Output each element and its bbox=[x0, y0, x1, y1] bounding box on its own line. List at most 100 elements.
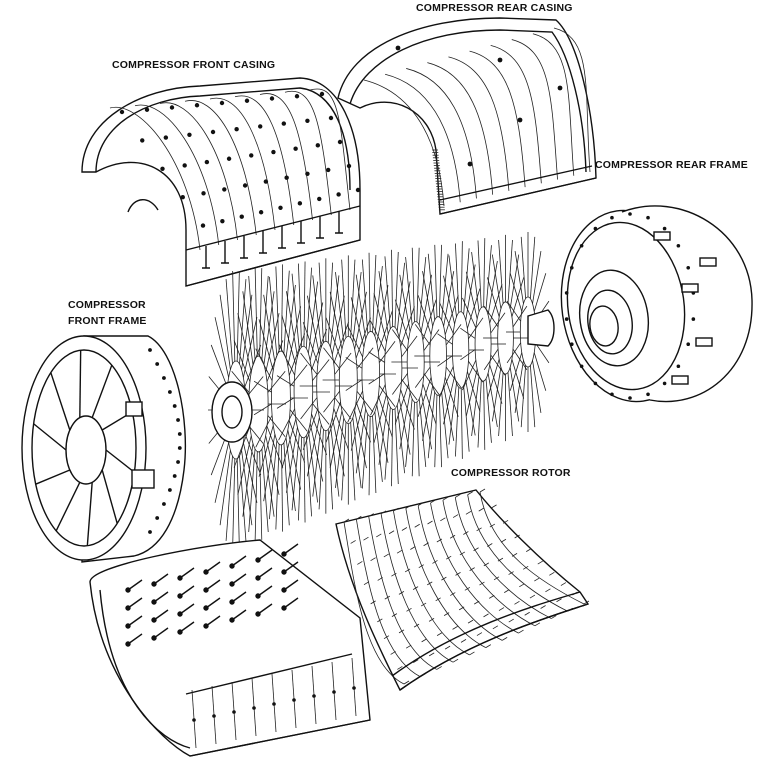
rotor-blade bbox=[520, 236, 527, 299]
stator-right-vane bbox=[529, 594, 536, 599]
rotor-blade bbox=[341, 259, 347, 338]
rotor-blade bbox=[394, 251, 399, 328]
front-casing-vane-bracket bbox=[297, 221, 305, 244]
front-frame-bolt bbox=[176, 418, 180, 422]
rotor-blade bbox=[266, 426, 284, 468]
rotor-blade bbox=[533, 273, 547, 312]
rotor-blade bbox=[232, 271, 236, 362]
rotor-blade bbox=[303, 437, 306, 523]
rotor-blade bbox=[520, 365, 527, 428]
rotor-blade bbox=[302, 322, 319, 364]
rotor-blade bbox=[350, 400, 365, 451]
front-casing-rib bbox=[159, 102, 238, 241]
stator-right-vane bbox=[398, 629, 405, 634]
front-frame-bolt bbox=[172, 474, 177, 478]
rotor-blade bbox=[377, 310, 393, 353]
front-casing-bolt bbox=[244, 98, 250, 103]
stator-left-bolt bbox=[292, 698, 296, 702]
stator-left-vane bbox=[127, 597, 143, 609]
rotor-blade bbox=[391, 249, 394, 327]
stator-left-vane bbox=[231, 573, 247, 585]
front-frame-strut bbox=[101, 469, 118, 524]
rotor-blade bbox=[477, 380, 482, 448]
rotor-blade bbox=[416, 401, 420, 477]
rotor-blade bbox=[327, 262, 334, 343]
rotor-blade bbox=[253, 380, 272, 393]
rotor-blade bbox=[368, 252, 371, 332]
rotor-blade bbox=[233, 426, 251, 468]
rotor-blade bbox=[352, 272, 362, 343]
rotor-blade bbox=[507, 372, 513, 437]
stator-left-bolt bbox=[192, 718, 196, 722]
rotor-blade bbox=[414, 366, 431, 388]
rotor-blade bbox=[455, 387, 460, 457]
rotor-blade bbox=[394, 408, 399, 485]
stator-left-vane bbox=[283, 597, 299, 609]
front-casing-rib bbox=[234, 95, 295, 226]
rotor-blade bbox=[427, 253, 436, 321]
stator-left-vane bbox=[153, 573, 169, 585]
rotor-blade bbox=[423, 373, 440, 395]
rotor-blade bbox=[219, 294, 231, 370]
rotor-blade bbox=[281, 418, 297, 469]
stator-left-vane-root bbox=[203, 605, 209, 611]
compressor-rotor-drawing bbox=[208, 232, 555, 549]
rotor-blade bbox=[398, 281, 411, 338]
rotor-blade bbox=[239, 279, 247, 365]
rotor-blade bbox=[263, 294, 276, 362]
stator-right-row bbox=[405, 508, 486, 648]
rear-casing-rib bbox=[532, 33, 575, 176]
stator-left-vane-root bbox=[229, 563, 235, 569]
compressor-rear-casing-drawing bbox=[337, 17, 597, 215]
rotor-blade bbox=[323, 347, 340, 369]
stator-left-vane-root bbox=[229, 581, 235, 587]
rotor-blade bbox=[460, 388, 463, 459]
rotor-blade bbox=[333, 322, 349, 364]
front-casing-bolt bbox=[219, 100, 225, 106]
stator-right-vane bbox=[485, 644, 492, 648]
stator-left-vane-root bbox=[151, 617, 157, 623]
stator-right-vane bbox=[436, 538, 443, 543]
rotor-blade bbox=[423, 329, 440, 351]
rear-frame-bolt bbox=[569, 265, 574, 270]
front-casing-vane-bracket bbox=[240, 236, 248, 259]
rotor-blade bbox=[511, 359, 525, 399]
rotor-blade bbox=[350, 422, 356, 501]
stator-right-vane bbox=[469, 567, 475, 571]
rotor-blade bbox=[347, 390, 364, 423]
front-casing-vane-bracket bbox=[278, 226, 286, 249]
front-frame-bolt bbox=[148, 348, 152, 352]
front-casing-vane-bracket bbox=[221, 241, 229, 264]
stator-right-vane bbox=[449, 534, 456, 539]
stator-right-vane bbox=[473, 547, 479, 552]
rear-frame-port bbox=[671, 375, 689, 385]
rotor-blade bbox=[318, 429, 324, 510]
stator-right-vane bbox=[396, 549, 403, 554]
front-casing-bolt bbox=[355, 187, 361, 193]
front-casing-bolt bbox=[144, 107, 150, 112]
stator-right-vane bbox=[479, 488, 486, 493]
stator-right-row bbox=[355, 519, 421, 678]
rotor-blade bbox=[237, 435, 252, 495]
rotor-blade bbox=[374, 266, 383, 337]
front-casing-bolt bbox=[258, 210, 264, 215]
stator-right-vane bbox=[465, 510, 472, 515]
front-casing-rib bbox=[134, 104, 220, 246]
front-frame-bolt bbox=[155, 362, 160, 366]
rotor-blade bbox=[225, 455, 233, 541]
stator-left-vane-root bbox=[281, 605, 287, 611]
rotor-blade bbox=[533, 352, 547, 391]
rotor-blade bbox=[414, 324, 431, 346]
label-compressor-front-casing: COMPRESSOR FRONT CASING bbox=[112, 59, 276, 71]
stator-left-vane-root bbox=[281, 569, 287, 575]
stator-right-vane bbox=[418, 564, 424, 569]
rotor-blade bbox=[378, 271, 389, 335]
front-frame-strut bbox=[105, 449, 135, 473]
stator-right-vane bbox=[442, 496, 449, 501]
front-casing-bolt bbox=[346, 163, 352, 169]
stator-left-bolt bbox=[312, 694, 316, 698]
rotor-blade bbox=[275, 266, 280, 352]
rotor-blade bbox=[392, 373, 408, 395]
front-casing-bolt bbox=[234, 127, 239, 132]
rotor-blade bbox=[341, 422, 347, 501]
